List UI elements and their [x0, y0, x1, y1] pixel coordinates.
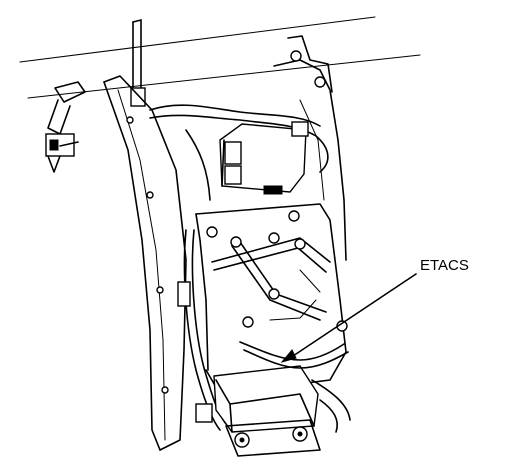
main-frame: [195, 203, 348, 395]
reference-lines: [19, 16, 421, 99]
etacs-label: ETACS: [420, 257, 469, 274]
left-pillar: [103, 75, 187, 451]
left-clip-bracket: [45, 81, 86, 173]
pillar-rod: [130, 19, 146, 107]
upper-module: [219, 121, 309, 195]
right-panel: [273, 35, 347, 261]
lower-bracket: [225, 379, 351, 457]
etacs-module: [213, 341, 349, 433]
etacs-callout: ETACS: [280, 257, 469, 363]
